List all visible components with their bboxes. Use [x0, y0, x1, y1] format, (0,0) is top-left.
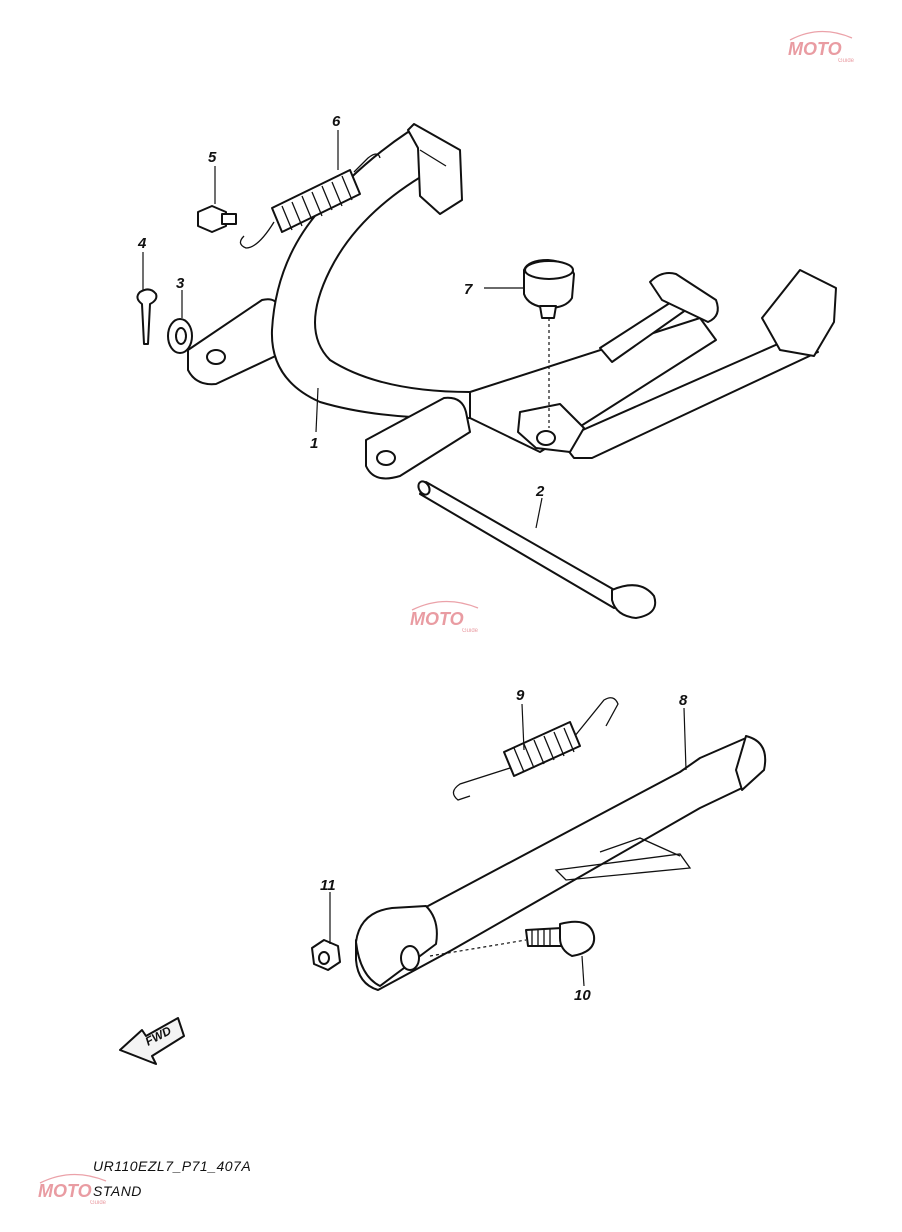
part-label-2: 2	[535, 483, 545, 500]
side-stand	[355, 735, 767, 991]
part-label-6: 6	[332, 113, 341, 130]
spring-bolt	[197, 205, 237, 233]
stand-shaft	[417, 480, 657, 619]
watermark-sub: Guide	[838, 58, 855, 64]
cotter-pin	[136, 288, 158, 345]
part-label-10: 10	[574, 987, 591, 1004]
part-label-3: 3	[176, 275, 185, 292]
watermark-top-right: MOTO Guide	[788, 30, 855, 64]
part-label-5: 5	[208, 149, 217, 166]
watermark-brand: MOTO	[38, 1181, 92, 1201]
watermark-brand: MOTO	[410, 609, 464, 629]
stand-stopper	[523, 259, 575, 319]
watermark-center: MOTO Guide	[410, 600, 479, 634]
watermark-brand: MOTO	[788, 39, 842, 59]
part-label-11: 11	[320, 877, 336, 894]
watermark-sub: Guide	[462, 628, 479, 634]
part-label-4: 4	[137, 235, 147, 252]
part-label-1: 1	[310, 435, 318, 452]
watermark-bottom-left: MOTO Guide	[38, 1173, 107, 1206]
washer	[167, 318, 193, 354]
section-title: STAND	[93, 1183, 142, 1199]
main-stand	[187, 123, 837, 480]
side-stand-spring	[452, 697, 619, 801]
leader-lines	[142, 130, 687, 987]
part-label-8: 8	[679, 692, 688, 709]
drawing-code: UR110EZL7_P71_407A	[93, 1158, 252, 1174]
side-stand-nut	[311, 939, 341, 971]
side-stand-bolt	[525, 920, 596, 957]
part-label-9: 9	[516, 687, 525, 704]
forward-arrow: FWD	[119, 1017, 185, 1065]
watermark-sub: Guide	[90, 1200, 107, 1206]
main-stand-spring	[239, 153, 381, 249]
part-labels: 1 2 3 4 5 6 7 8 9 10 11	[137, 113, 688, 1004]
part-label-7: 7	[464, 281, 473, 298]
